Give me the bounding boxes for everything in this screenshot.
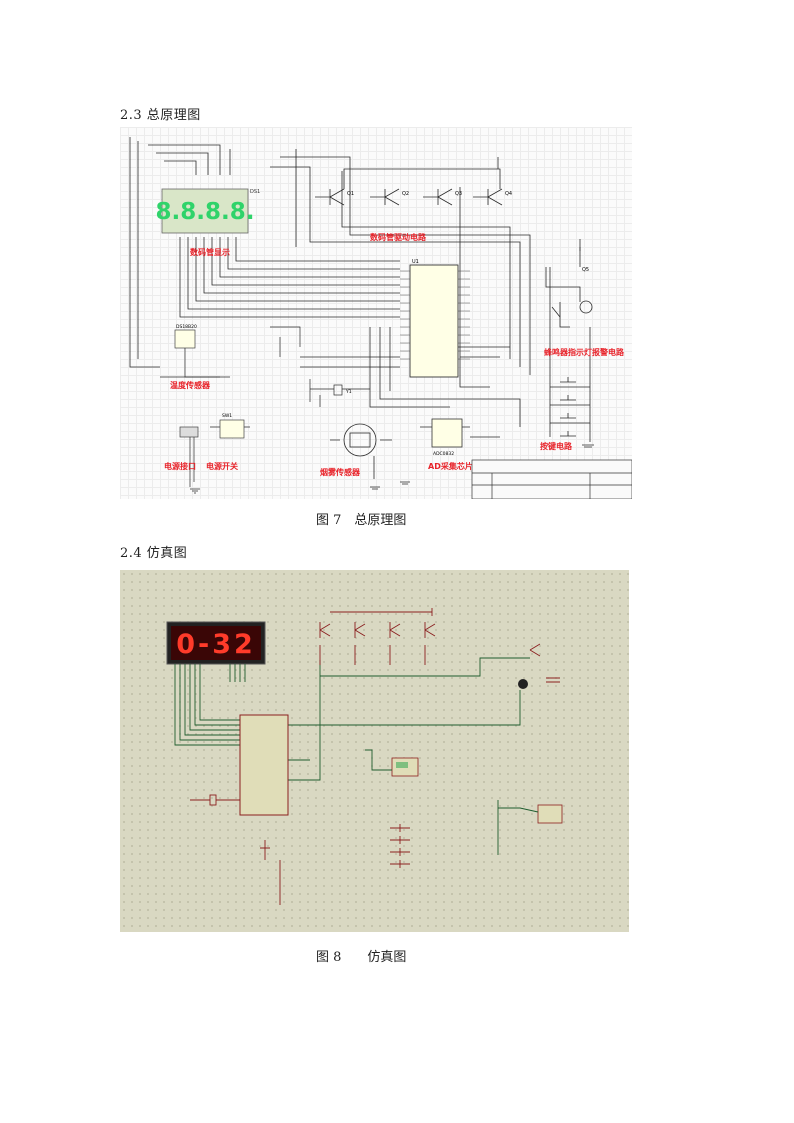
label-ad-chip: AD采集芯片 — [428, 461, 473, 471]
temp-sensor-ref: DS18B20 — [176, 324, 197, 330]
sim-sensor-screen — [396, 762, 408, 768]
title-block — [471, 459, 632, 499]
buzzer-circuit — [545, 239, 593, 328]
label-buzzer: 蜂鸣器指示灯报警电路 — [544, 347, 625, 357]
label-power-switch: 电源开关 — [206, 461, 238, 471]
q1-ref: Q1 — [347, 191, 354, 197]
label-keys: 按键电路 — [540, 441, 573, 451]
sim-display-screen — [171, 626, 261, 660]
caption-simulation: 图 8 仿真图 — [316, 950, 407, 965]
sim-adc-chip — [537, 804, 563, 824]
mcu-chip — [409, 264, 459, 378]
segment-display-digits: 8.8.8.8. — [156, 199, 255, 225]
sim-display-digits: 0-32 — [176, 629, 256, 660]
sim-buzzer-icon — [518, 679, 528, 689]
label-temp-sensor: 温度传感器 — [170, 380, 211, 390]
section-heading-simulation: 2.4 仿真图 — [120, 546, 188, 561]
crystal-circuit — [270, 326, 370, 407]
label-driver: 数码管驱动电路 — [370, 232, 427, 242]
q3-ref: Q3 — [455, 191, 462, 197]
schematic-diagram: 8.8.8.8. DS1 数码管显示 Q1 Q2 Q3 Q4 数码管驱动电路 — [129, 137, 632, 499]
display-ref: DS1 — [250, 189, 260, 195]
sim-crystal — [190, 794, 281, 905]
sim-mcu-chip — [239, 714, 289, 816]
section-heading-schematic: 2.3 总原理图 — [120, 108, 201, 123]
q2-ref: Q2 — [402, 191, 409, 197]
segment-display-body — [161, 188, 249, 234]
q5-ref: Q5 — [582, 267, 589, 273]
sim-wires — [174, 657, 530, 781]
mcu-ref: U1 — [412, 259, 419, 265]
smoke-sensor — [330, 423, 392, 479]
mcu-pins — [400, 270, 470, 360]
temp-sensor-chip — [174, 329, 196, 349]
power-switch-shape — [219, 419, 245, 439]
ad-chip — [431, 418, 463, 448]
caption-schematic: 图 7 总原理图 — [316, 513, 407, 528]
label-power-port: 电源接口 — [164, 461, 196, 471]
label-smoke-sensor: 烟雾传感器 — [320, 467, 361, 477]
driver-transistors — [315, 157, 503, 206]
schematic-figure: 8.8.8.8. DS1 数码管显示 Q1 Q2 Q3 Q4 数码管驱动电路 — [120, 127, 632, 499]
sim-buzzer-area — [529, 643, 560, 683]
simulation-figure: 0-32 — [120, 570, 629, 932]
q4-ref: Q4 — [505, 191, 512, 197]
ad-chip-ref: ADC0832 — [433, 451, 454, 457]
key-buttons — [560, 377, 576, 437]
sim-buttons — [390, 824, 410, 868]
ground-symbols — [190, 444, 594, 494]
power-port-shape — [179, 426, 199, 438]
simulation-diagram: 0-32 — [166, 608, 563, 905]
schematic-wires — [129, 137, 591, 442]
label-display: 数码管显示 — [190, 247, 230, 257]
switch-ref: SW1 — [222, 413, 232, 419]
crystal-ref: Y1 — [345, 389, 352, 395]
sim-transistors — [319, 608, 436, 665]
